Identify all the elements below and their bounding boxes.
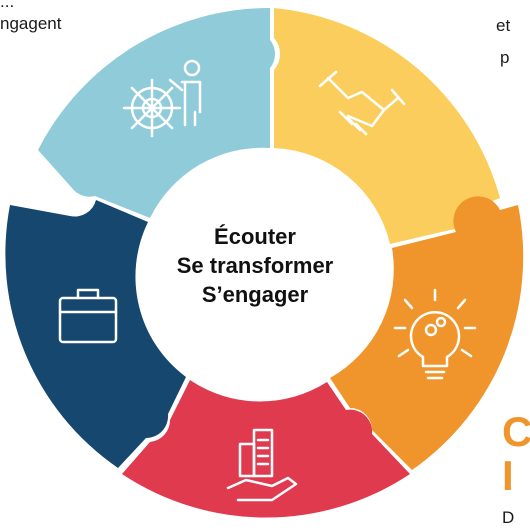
briefcase-icon: [58, 288, 118, 344]
handshake-icon: [318, 70, 406, 136]
lightbulb-gears-icon: [393, 288, 477, 380]
center-text: Écouter Se transformer S’engager: [140, 222, 370, 309]
bottom-right-body-text: D: [502, 508, 515, 527]
center-line-se-transformer: Se transformer: [176, 253, 334, 278]
center-disc: [144, 150, 380, 386]
top-right-text-line2: p: [500, 48, 510, 67]
building-hand-icon: [226, 428, 298, 502]
navy-segment: [5, 200, 187, 468]
top-left-partial-text: ngagent: [0, 14, 62, 33]
center-line-sengager: S’engager: [201, 282, 309, 307]
center-line-ecouter: Écouter: [214, 224, 296, 249]
top-left-fragment: ...: [0, 0, 15, 11]
ship-wheel-person-icon: [122, 59, 202, 138]
bottom-right-letter-i: I: [502, 452, 514, 499]
top-right-text-line1: et: [496, 16, 511, 35]
yellow-segment: [274, 8, 500, 244]
bottom-right-letter-c: C: [502, 408, 530, 455]
